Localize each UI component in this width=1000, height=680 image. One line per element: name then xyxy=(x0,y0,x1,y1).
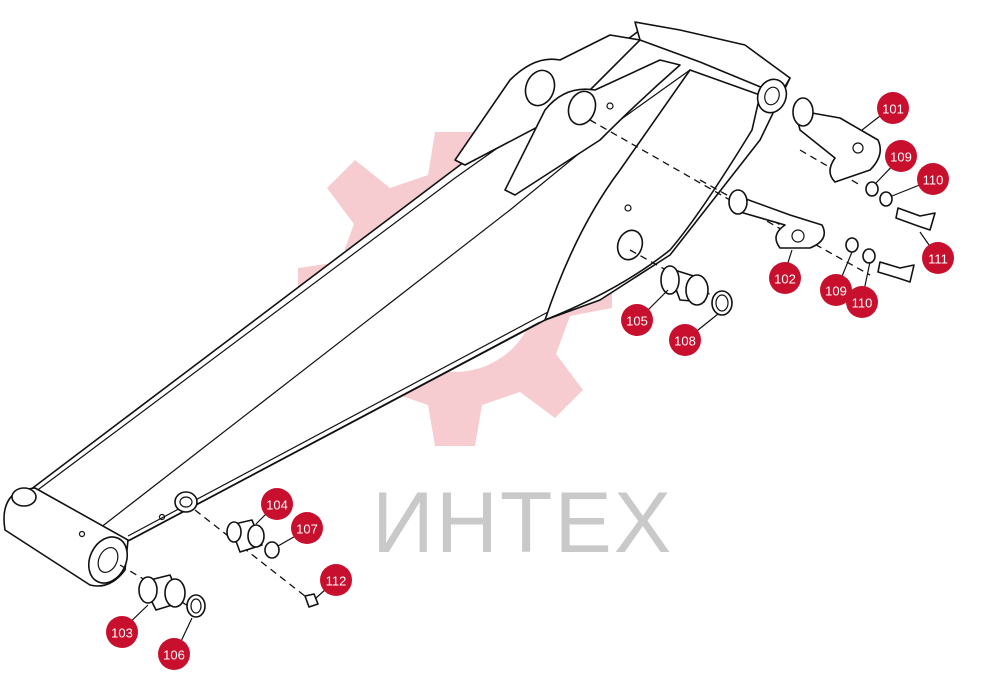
callout-label: 101 xyxy=(882,102,904,117)
callout-label: 102 xyxy=(774,272,796,287)
washer-110a xyxy=(879,191,893,207)
bushing-103 xyxy=(138,574,186,611)
boom-arm xyxy=(3,21,791,587)
bushing-105 xyxy=(660,265,709,306)
callout-badge-circle xyxy=(621,304,653,336)
callout-label: 103 xyxy=(111,626,133,641)
callout-c107: 107 xyxy=(291,512,323,544)
callout-label: 110 xyxy=(852,296,873,311)
callout-c111: 111 xyxy=(922,242,954,274)
bolt-111a xyxy=(895,207,936,231)
callout-badge-circle xyxy=(769,262,801,294)
washer-109a xyxy=(865,181,879,197)
callout-badge-circle xyxy=(106,616,138,648)
callout-c109a: 109 xyxy=(885,140,917,172)
callout-c108: 108 xyxy=(669,324,701,356)
callout-badge-circle xyxy=(917,163,949,195)
washer-109b xyxy=(845,237,859,253)
callout-label: 105 xyxy=(626,314,648,329)
callout-label: 106 xyxy=(163,648,185,663)
bushing-104 xyxy=(226,519,265,553)
ring-107 xyxy=(264,541,280,559)
grease-nipple-112 xyxy=(304,593,319,608)
callout-badge-circle xyxy=(261,488,293,520)
callout-c106: 106 xyxy=(158,638,190,670)
pin-102 xyxy=(728,189,826,249)
bolt-111b xyxy=(877,261,915,283)
callout-c112: 112 xyxy=(320,564,352,596)
callout-badge-circle xyxy=(291,512,323,544)
watermark-text: ИНТЕХ xyxy=(372,475,673,571)
pin-101 xyxy=(792,97,881,183)
callout-badge-circle xyxy=(877,92,909,124)
callout-label: 104 xyxy=(266,498,288,513)
callout-badge-circle xyxy=(820,274,852,306)
callout-badge-circle xyxy=(846,286,878,318)
callout-badge-circle xyxy=(922,242,954,274)
callout-c104: 104 xyxy=(261,488,293,520)
callout-badge-circle xyxy=(885,140,917,172)
callout-badge-circle xyxy=(320,564,352,596)
washer-110b xyxy=(862,248,876,264)
callout-label: 110 xyxy=(923,173,944,188)
callout-c105: 105 xyxy=(621,304,653,336)
ring-106 xyxy=(186,594,206,618)
callout-c102: 102 xyxy=(769,262,801,294)
callout-label: 108 xyxy=(674,334,696,349)
callout-badge-circle xyxy=(158,638,190,670)
ring-108 xyxy=(711,290,733,316)
callout-c101: 101 xyxy=(877,92,909,124)
callout-label: 107 xyxy=(296,522,318,537)
callout-c110a: 110 xyxy=(917,163,949,195)
callout-c103: 103 xyxy=(106,616,138,648)
callout-label: 109 xyxy=(890,150,912,165)
callout-c110b: 110 xyxy=(846,286,878,318)
callout-badge-circle xyxy=(669,324,701,356)
callout-c109b: 109 xyxy=(820,274,852,306)
callout-label: 109 xyxy=(825,284,847,299)
callout-label: 111 xyxy=(928,252,948,267)
callout-badges: 101 102 103 104 105 106 107 108 109 109 110 110 111 1… xyxy=(106,92,954,670)
callout-label: 112 xyxy=(326,574,347,589)
